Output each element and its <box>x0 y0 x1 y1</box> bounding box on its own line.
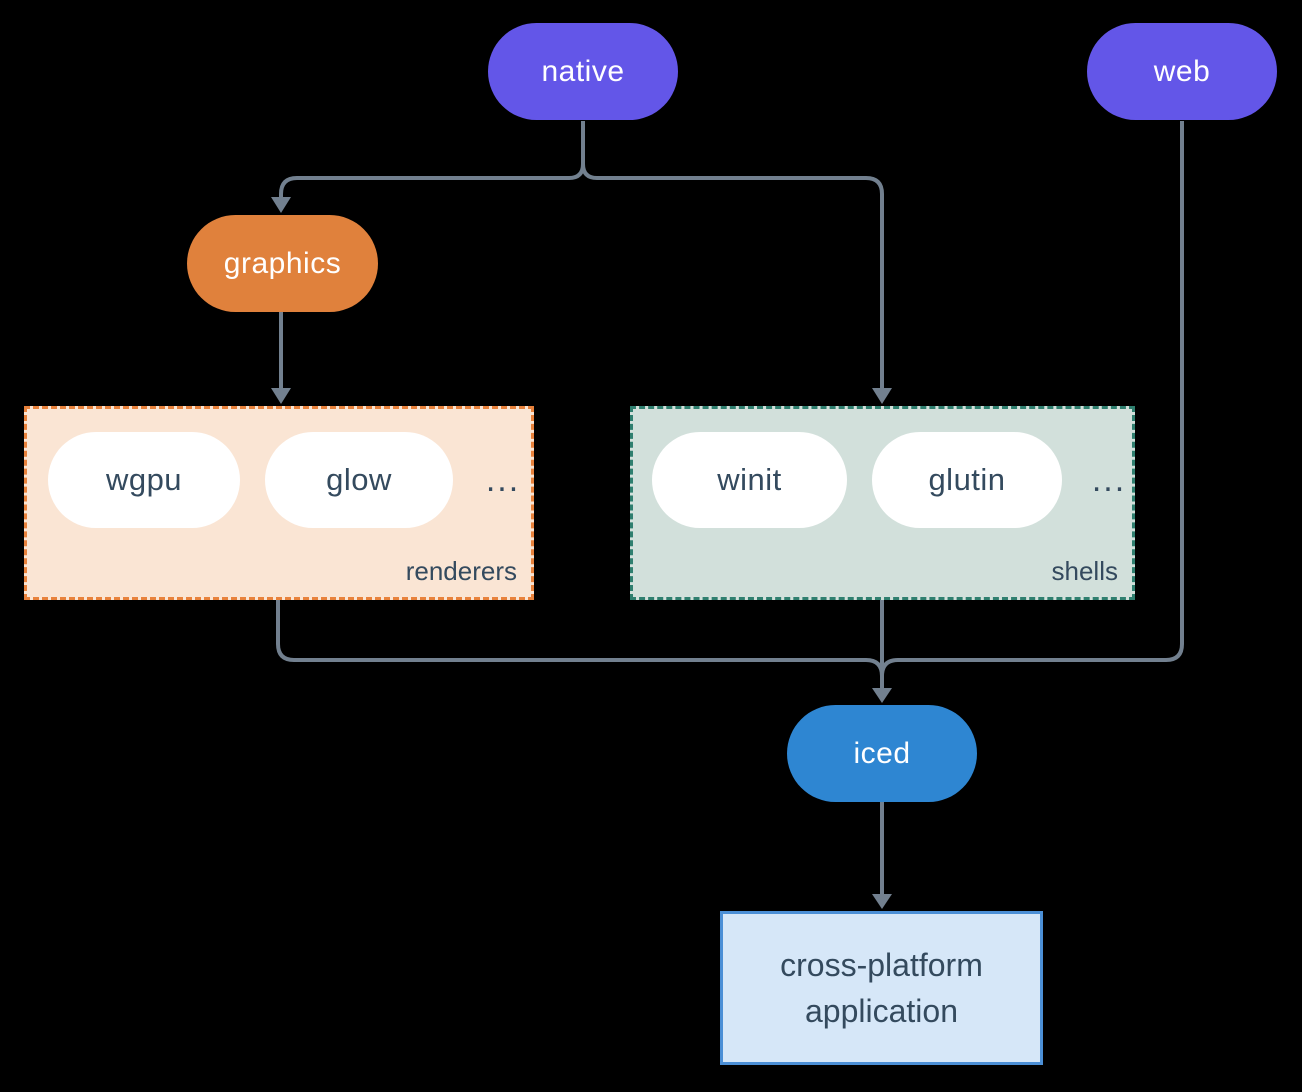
arrowhead-renderers <box>271 388 291 404</box>
arrowhead-iced <box>872 688 892 703</box>
app-label-line-1: cross-platform <box>780 947 983 983</box>
node-wgpu-label: wgpu <box>105 462 183 497</box>
node-cross-platform-application: cross-platform application <box>720 911 1043 1065</box>
node-native: native <box>488 23 678 120</box>
node-web-label: web <box>1153 54 1211 88</box>
node-winit: winit <box>652 432 847 528</box>
arrowhead-app <box>872 894 892 909</box>
group-shells: winit glutin ... shells <box>630 406 1135 600</box>
node-glutin: glutin <box>872 432 1062 528</box>
node-glow-label: glow <box>326 462 392 497</box>
node-graphics-label: graphics <box>223 246 342 280</box>
app-label-line-2: application <box>805 993 958 1029</box>
node-web: web <box>1087 23 1277 120</box>
node-winit-label: winit <box>717 462 782 497</box>
edge-native-graphics <box>279 121 585 197</box>
node-iced: iced <box>787 705 977 802</box>
edge-renderers-iced <box>276 600 884 677</box>
node-wgpu: wgpu <box>48 432 240 528</box>
node-iced-label: iced <box>853 736 911 770</box>
arrowhead-graphics <box>271 197 291 213</box>
node-graphics: graphics <box>187 215 378 312</box>
node-glow: glow <box>265 432 453 528</box>
renderers-ellipsis: ... <box>485 460 521 499</box>
shells-group-label: shells <box>1051 556 1118 586</box>
edge-native-shells <box>581 121 884 388</box>
node-glutin-label: glutin <box>928 462 1006 497</box>
arrowhead-shells <box>872 388 892 404</box>
renderers-group-label: renderers <box>405 556 517 586</box>
shells-ellipsis: ... <box>1091 460 1127 499</box>
group-renderers: wgpu glow ... renderers <box>24 406 534 600</box>
node-native-label: native <box>541 54 625 88</box>
